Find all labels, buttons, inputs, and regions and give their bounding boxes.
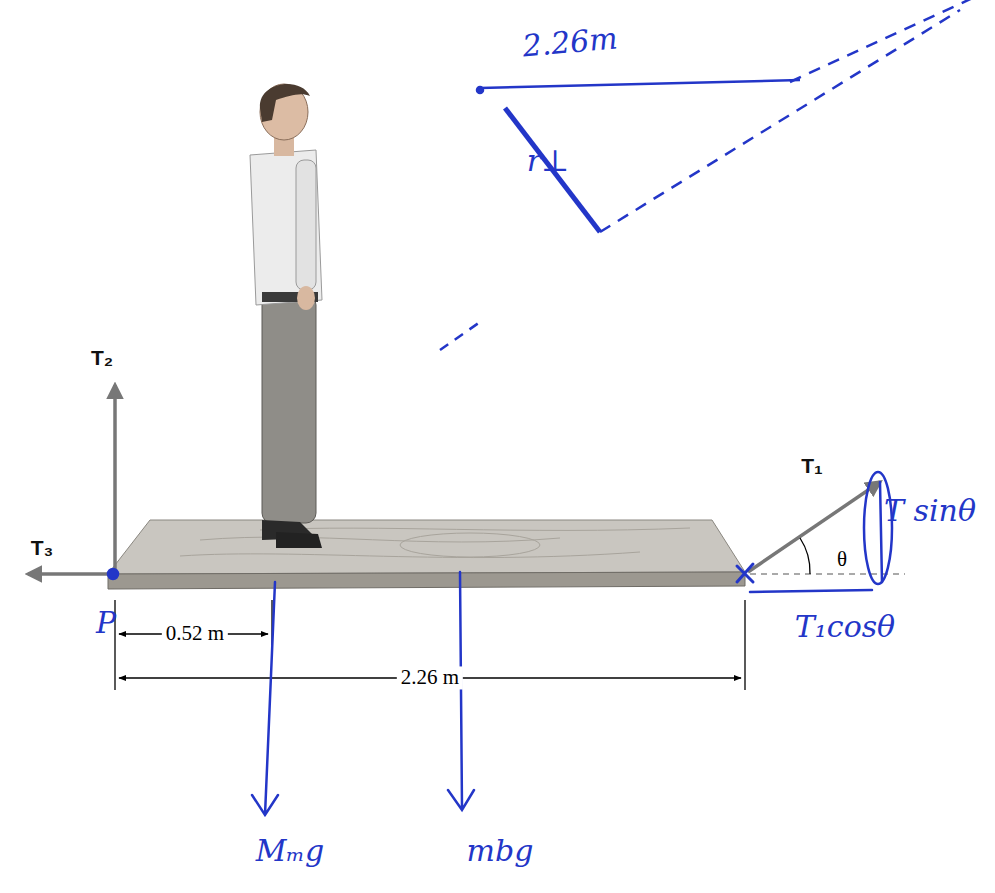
dimension-lines [115,600,745,690]
hand-marks [108,472,892,815]
hand-sketch [440,0,990,350]
force-label: T₂ [91,346,113,369]
force-label: T₁ [801,454,823,477]
dimension-label: 0.52 m [162,622,228,645]
force-arrows [28,385,880,574]
angle-label: θ [837,548,847,571]
plank [108,520,745,589]
hand-dimension: 2.26m [521,21,619,62]
angle-arc [800,538,810,574]
hand-point: P [96,606,116,639]
hand-component: T₁cosθ [795,610,895,643]
hand-weight: mbg [467,834,534,867]
person [250,84,322,548]
hand-component: T sinθ [884,494,976,527]
hand-lever-arm: r⊥ [527,144,570,177]
dimension-label: 2.26 m [397,666,463,689]
force-label: T₃ [31,536,54,559]
hand-weight: Mₘg [256,834,324,867]
